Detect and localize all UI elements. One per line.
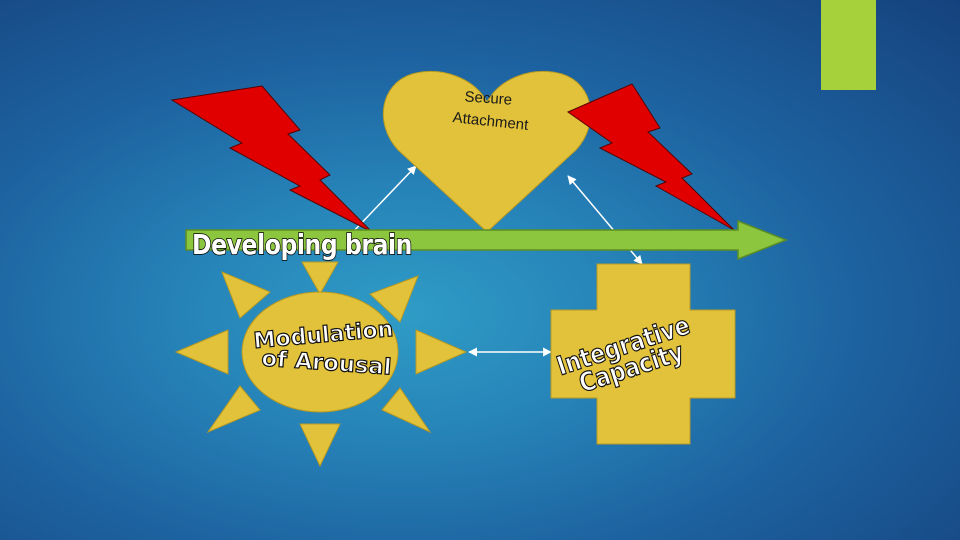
sun-rays <box>174 261 468 468</box>
heart-shape <box>382 71 592 233</box>
sun-ray-left <box>174 329 229 375</box>
sun-ray-bottom-right <box>381 387 432 434</box>
sun-ray-right <box>415 329 468 375</box>
connector-heart-to-cross <box>567 175 643 265</box>
heart-label-line1: Secure <box>464 88 513 108</box>
sun-body <box>241 291 399 413</box>
sun-ray-top-left <box>221 271 271 319</box>
sun-label-line1: Modulation <box>253 317 395 354</box>
connector-banner-to-heart <box>351 165 417 234</box>
cross-shape <box>550 263 736 445</box>
banner-arrow <box>185 219 789 261</box>
accent-bar <box>821 0 876 90</box>
sun-ray-top <box>301 261 339 296</box>
banner-label: Developing brain <box>192 228 412 261</box>
sun-ray-bottom-left <box>206 385 261 434</box>
sun-ray-bottom <box>299 423 341 468</box>
lightning-bolt-left <box>170 85 373 233</box>
sun-ray-top-right <box>369 275 419 323</box>
lightning-bolt-right <box>566 83 735 231</box>
